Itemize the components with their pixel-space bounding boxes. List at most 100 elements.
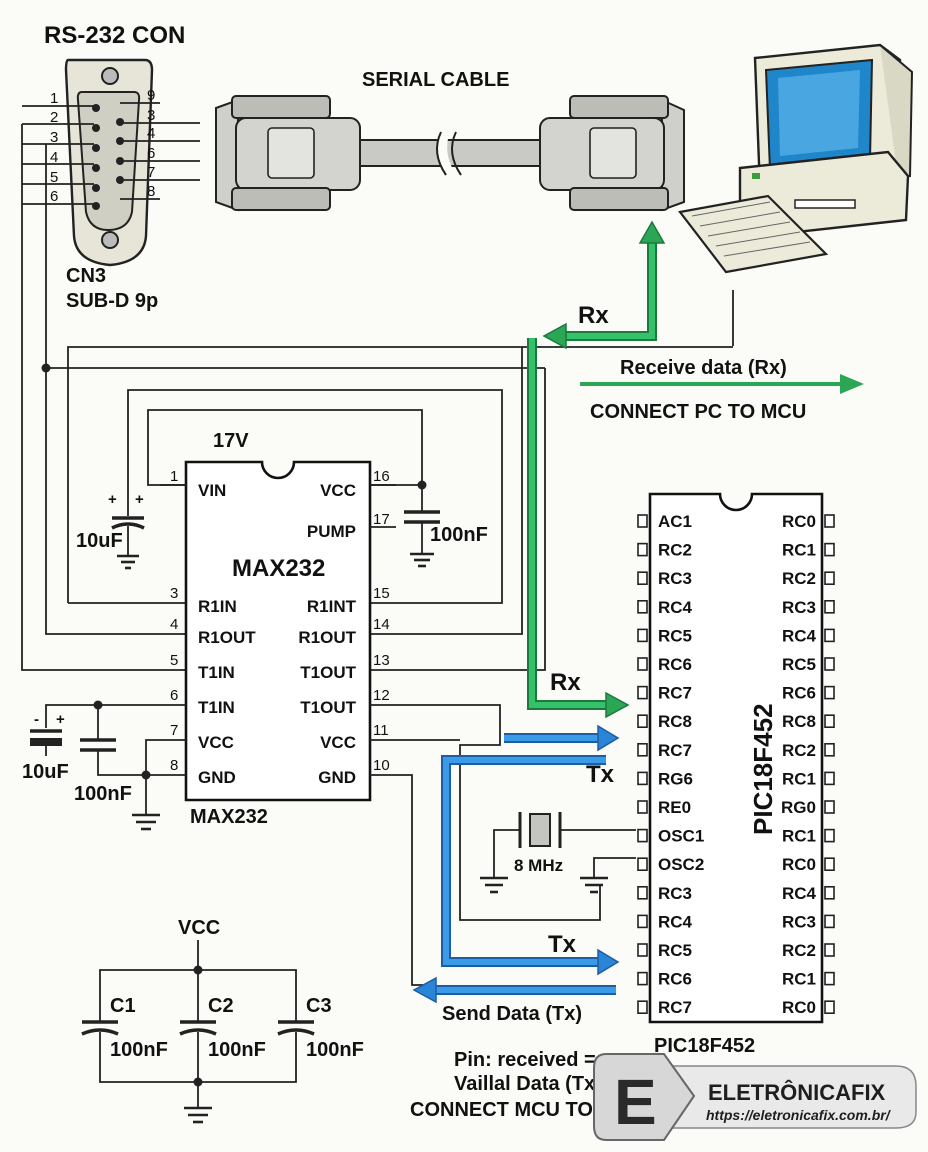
pic-left-pin-label: RC2	[658, 541, 692, 560]
svg-text:16: 16	[373, 468, 390, 485]
pic-left-pin-label: RC7	[658, 684, 692, 703]
cable-label: SERIAL CABLE	[362, 69, 509, 91]
svg-text:8: 8	[147, 183, 155, 200]
pic-side-label: PIC18F452	[748, 703, 778, 835]
capacitor-10uf-top: + + 10uF	[76, 491, 145, 570]
pic-left-pin-pad	[637, 514, 648, 528]
note-line-3: CONNECT MCU TO PC	[410, 1099, 626, 1121]
svg-text:5: 5	[50, 169, 58, 186]
rx-label-mcu: Rx	[550, 669, 581, 696]
max232-supply-caps: - + 10uF 100nF	[22, 700, 186, 831]
cap-plus-1: +	[108, 491, 117, 508]
tx-data-path: Tx Tx Send Data (Tx)	[412, 724, 620, 1025]
connector-right-leads	[120, 102, 200, 200]
svg-text:4: 4	[147, 125, 155, 142]
cap-c2-ref: C2	[208, 995, 234, 1017]
pic-right-pin-label: RG0	[781, 798, 816, 817]
svg-text:T1OUT: T1OUT	[300, 698, 356, 717]
brand-name: ELETRÔNICAFIX	[708, 1080, 886, 1105]
serial-cable: SERIAL CABLE	[215, 69, 685, 212]
svg-text:T1IN: T1IN	[198, 698, 235, 717]
pic-right-pin-pad	[824, 800, 835, 814]
svg-text:3: 3	[147, 107, 155, 124]
pic-right-pin-pad	[824, 771, 835, 786]
svg-text:1: 1	[50, 90, 58, 107]
pic-right-pin-label: RC1	[782, 970, 816, 989]
pic-right-pin-pad	[824, 971, 835, 986]
pic-left-pin-label: AC1	[658, 512, 692, 531]
pic-right-pin-pad	[824, 828, 835, 843]
svg-text:5: 5	[170, 652, 178, 669]
connector-type: SUB-D 9p	[66, 290, 158, 312]
pic-right-pin-label: RC1	[782, 769, 816, 788]
svg-text:6: 6	[147, 145, 155, 162]
pic-right-pin-label: RC0	[782, 855, 816, 874]
svg-text:13: 13	[373, 652, 390, 669]
svg-text:VCC: VCC	[320, 733, 356, 752]
svg-text:3: 3	[50, 129, 58, 146]
pic-right-pin-pad	[824, 657, 835, 671]
pic-right-pin-pad	[824, 885, 835, 900]
tx-label-low: Tx	[548, 931, 577, 958]
brand-url: https://eletronicafix.com.br/	[706, 1107, 892, 1123]
cap-plus-2: +	[135, 491, 144, 508]
pic-right-pin-pad	[824, 714, 835, 729]
svg-text:9: 9	[147, 87, 155, 104]
max232-upper: 17V MAX232 VIN R1IN R1OUT T1IN T1IN VCC …	[160, 430, 396, 828]
pic-right-pin-label: RC5	[782, 655, 816, 674]
pic18f452-mcu: PIC18F452 PIC18F452 AC1RC2RC3RC4RC5RC6RC…	[637, 492, 835, 1057]
pic-left-pin-pad	[637, 914, 648, 929]
svg-text:1: 1	[170, 468, 178, 485]
pic-right-pin-label: RC4	[782, 884, 817, 903]
svg-text:15: 15	[373, 585, 390, 602]
brand-logo-letter: E	[614, 1066, 657, 1138]
pic-left-pin-label: RC7	[658, 998, 692, 1017]
pic-pin-list: AC1RC2RC3RC4RC5RC6RC7RC8RC7RG6RE0OSC1OSC…	[637, 512, 835, 1017]
pic-right-pin-label: RC3	[782, 912, 816, 931]
pic-bottom-label: PIC18F452	[654, 1035, 755, 1057]
send-data-label: Send Data (Tx)	[442, 1003, 582, 1025]
pic-right-pin-label: RC2	[782, 569, 816, 588]
svg-text:T1IN: T1IN	[198, 663, 235, 682]
note-line-1: Pin: received =	[454, 1049, 596, 1071]
rx-label-top: Rx	[578, 302, 609, 329]
max232-left-pin-numbers: 1 3 4 5 6 7 8	[170, 468, 178, 774]
max232-right-pin-names: VCC PUMP R1INT R1OUT T1OUT T1OUT VCC GND	[298, 481, 356, 787]
svg-text:VCC: VCC	[320, 481, 356, 500]
pic-left-pin-label: RC4	[658, 912, 693, 931]
svg-text:7: 7	[170, 722, 178, 739]
svg-text:4: 4	[50, 149, 58, 166]
pic-left-pin-pad	[637, 714, 648, 729]
pic-left-pin-pad	[637, 657, 648, 671]
cap-10uf-label: 10uF	[76, 530, 123, 552]
crystal-label: 8 MHz	[514, 856, 563, 875]
pic-left-pin-pad	[637, 885, 648, 900]
max232-supply-label: 17V	[213, 430, 249, 452]
vcc-rail-label: VCC	[178, 917, 220, 939]
pic-left-pin-label: RC6	[658, 970, 692, 989]
cap-minus: -	[34, 711, 39, 728]
pic-right-pin-pad	[824, 914, 835, 929]
pic-left-pin-pad	[637, 771, 648, 786]
pic-right-pin-pad	[824, 943, 835, 957]
pc-computer-illustration	[678, 43, 914, 346]
svg-text:14: 14	[373, 616, 390, 633]
connector-pin-dots	[92, 104, 124, 210]
pic-left-pin-pad	[637, 857, 648, 872]
svg-text:VCC: VCC	[198, 733, 234, 752]
pic-right-pin-label: RC4	[782, 626, 817, 645]
pic-left-pin-pad	[637, 599, 648, 614]
svg-text:4: 4	[170, 616, 178, 633]
pic-left-pin-pad	[637, 800, 648, 814]
svg-text:3: 3	[170, 585, 178, 602]
connector-title: RS-232 CON	[44, 22, 185, 49]
pic-right-pin-pad	[824, 571, 835, 586]
pic-right-pin-pad	[824, 685, 835, 700]
pic-left-pin-label: RC8	[658, 712, 692, 731]
pic-right-pin-label: RC2	[782, 941, 816, 960]
cap-plus-3: +	[56, 711, 65, 728]
svg-text:12: 12	[373, 687, 390, 704]
pic-left-pin-label: RC5	[658, 626, 692, 645]
pic-left-pin-pad	[637, 571, 648, 586]
